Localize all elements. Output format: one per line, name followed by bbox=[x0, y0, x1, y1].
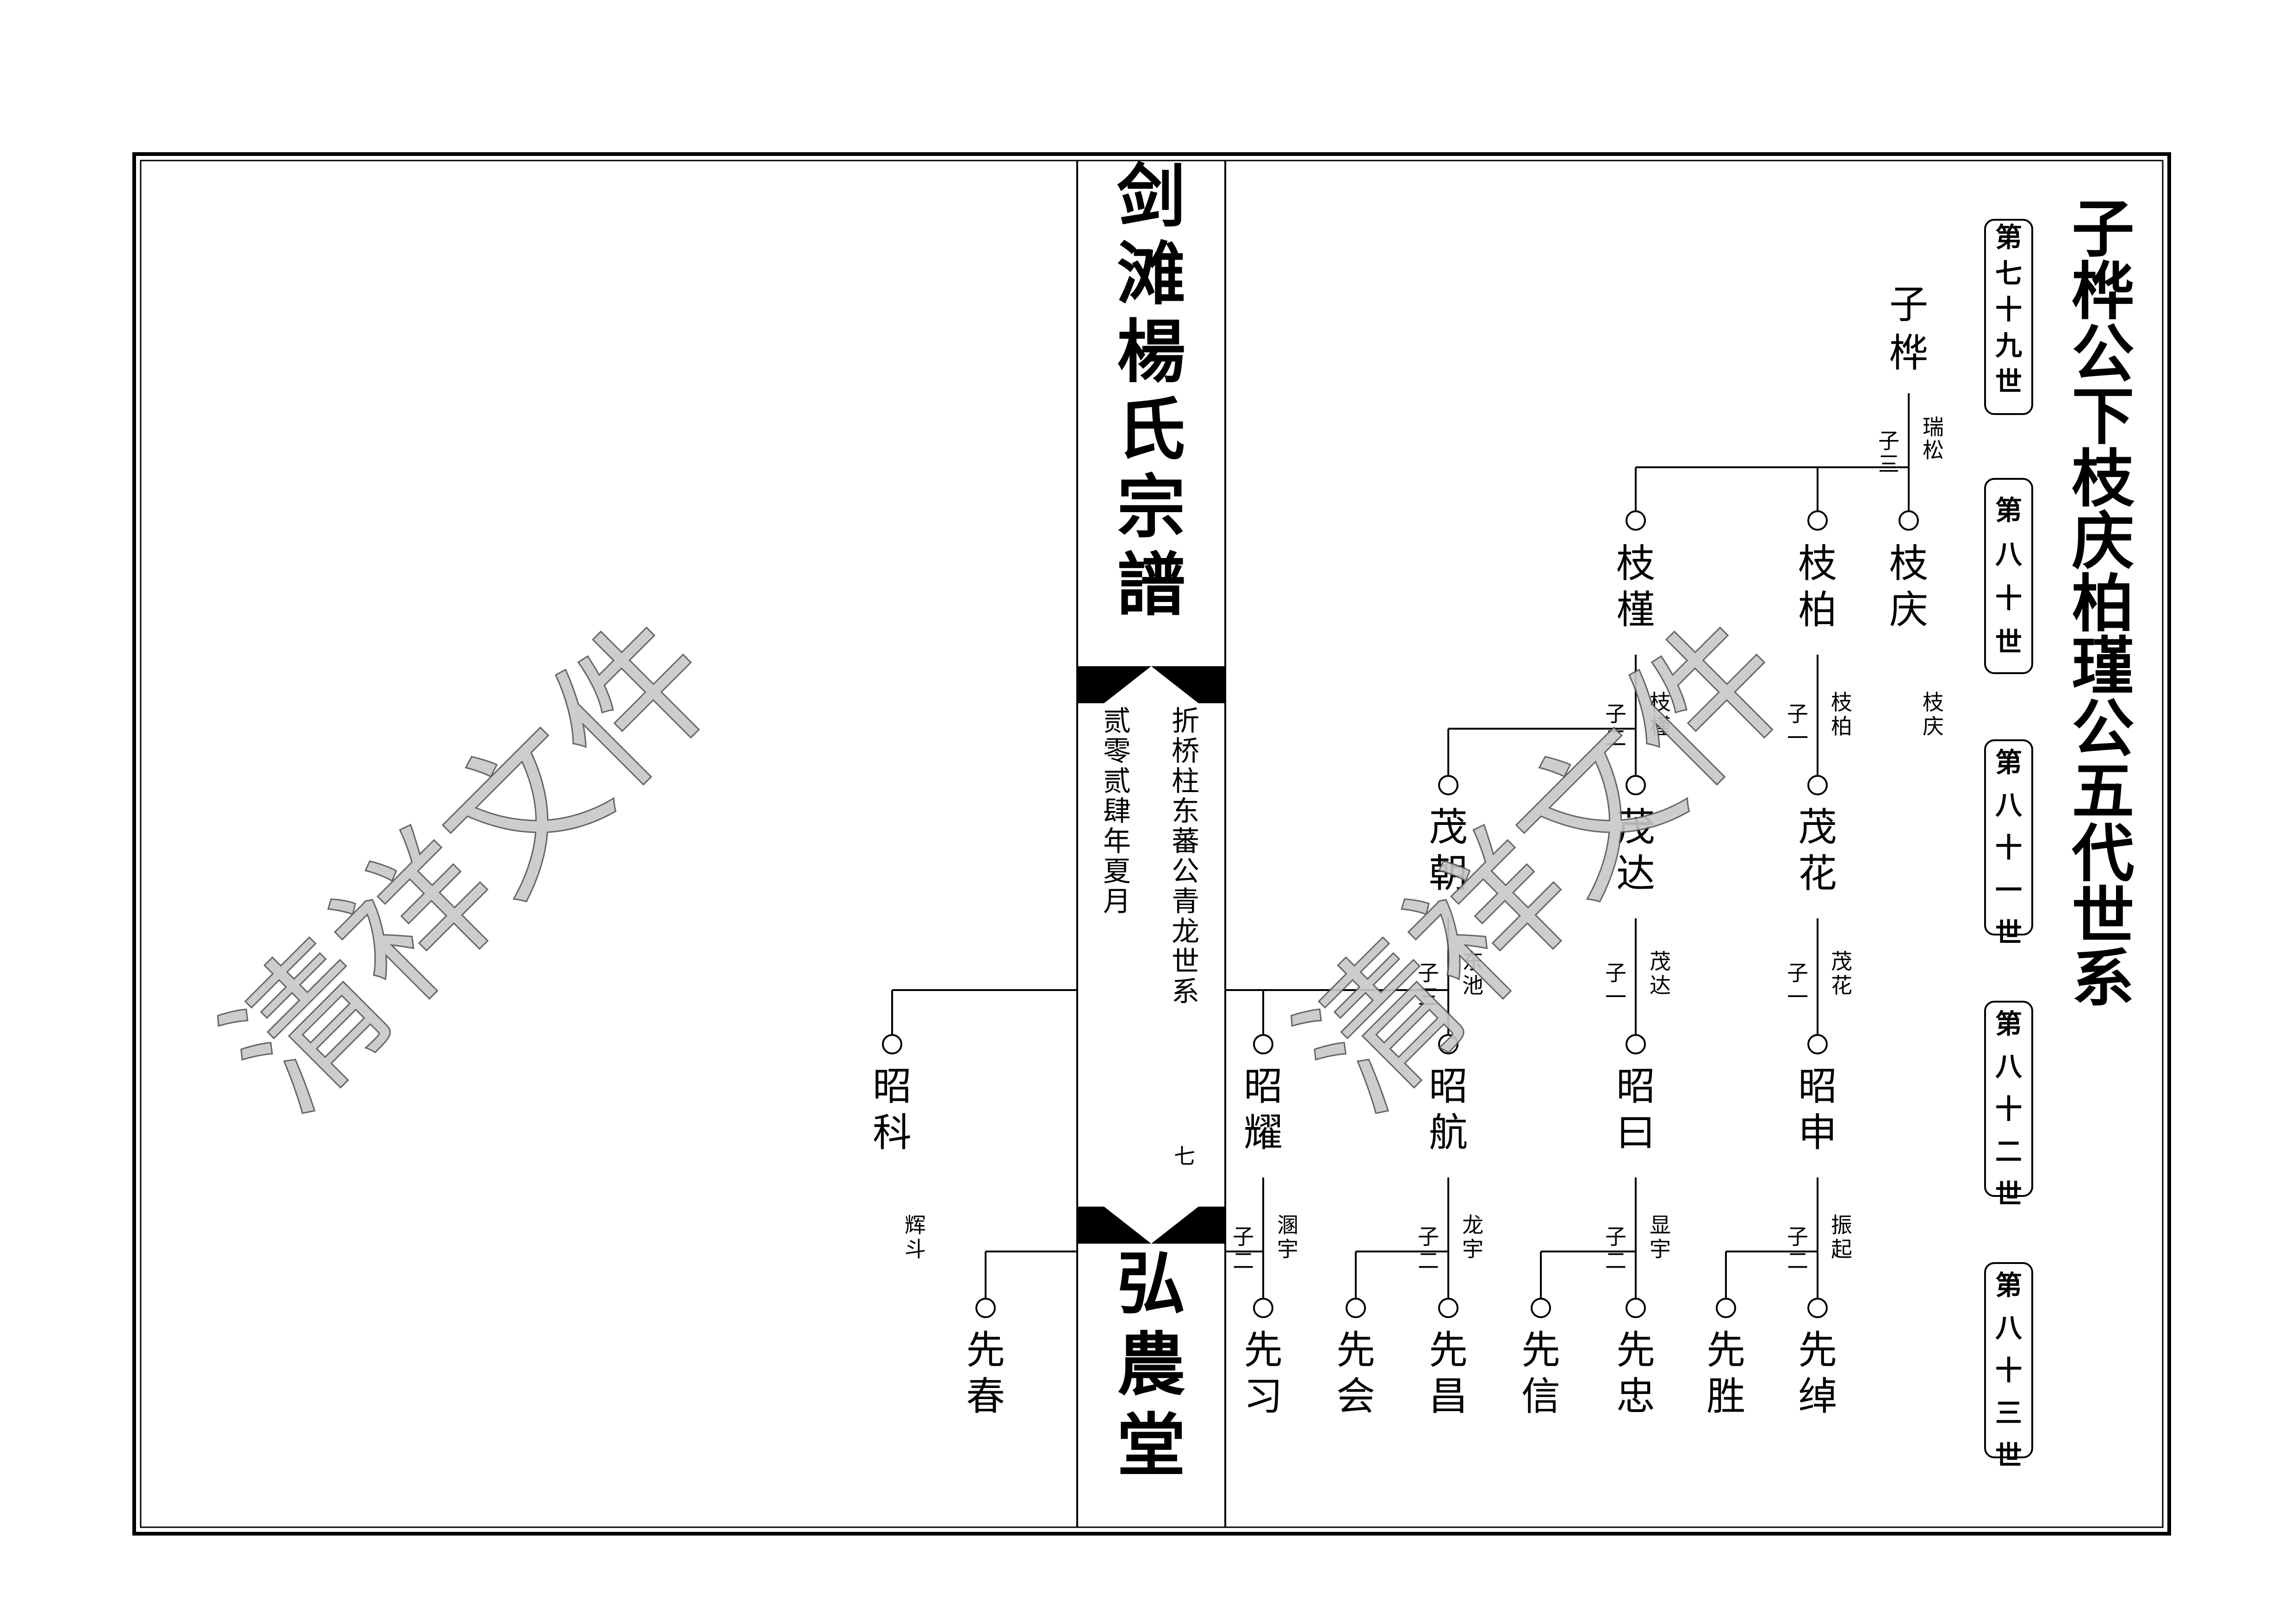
spine-date: 贰零贰肆年夏月 bbox=[1103, 705, 1131, 918]
spine-hall-name: 弘農堂 bbox=[1117, 1243, 1185, 1486]
node-maohua bbox=[1807, 775, 1828, 795]
tree-nodes bbox=[882, 510, 1919, 1318]
person-xianxin: 先信 bbox=[1521, 1327, 1560, 1419]
person-xianchang: 先昌 bbox=[1429, 1327, 1468, 1419]
watermark-left: 清祥文件 bbox=[193, 586, 751, 1144]
person-zhaohang: 昭航 bbox=[1429, 1064, 1468, 1155]
person-maoda: 茂达 bbox=[1616, 805, 1655, 896]
watermark-right: 清祥文件 bbox=[1266, 586, 1824, 1144]
zi-name-zhaohang: 龙宇 bbox=[1462, 1213, 1483, 1262]
son-count-zhaoyao: 子二 bbox=[1233, 1224, 1254, 1273]
lower-fishtail bbox=[1078, 1207, 1224, 1244]
zi-name-zihua: 瑞松 bbox=[1923, 415, 1944, 463]
page-title: 子桦公下枝庆柏瑾公五代世系 bbox=[2072, 192, 2135, 1015]
node-zhibai bbox=[1807, 510, 1828, 531]
node-zhijin bbox=[1626, 510, 1646, 531]
inner-frame bbox=[140, 160, 2164, 1528]
zi-name-zhaoshen: 振起 bbox=[1831, 1213, 1852, 1262]
son-count-zhijin: 子二 bbox=[1605, 701, 1626, 750]
person-names: 子桦 枝庆 枝柏 枝槿 茂花 茂达 茂朝 昭申 昭曰 昭航 昭耀 昭科 先绰 先… bbox=[873, 282, 1928, 1419]
node-zhiqing bbox=[1899, 510, 1919, 531]
generation-box-83 bbox=[1984, 1262, 2033, 1458]
node-xianhui bbox=[1346, 1298, 1366, 1318]
tree-lines bbox=[891, 393, 1910, 1298]
person-zihua: 子桦 bbox=[1889, 282, 1928, 376]
person-zhaoyao: 昭耀 bbox=[1244, 1064, 1283, 1155]
zi-name-zhaoyue: 显宇 bbox=[1650, 1213, 1671, 1262]
person-xianxi: 先习 bbox=[1244, 1327, 1283, 1419]
generation-box-81 bbox=[1984, 739, 2033, 935]
generation-label-79: 第七十九世 bbox=[1995, 222, 2022, 397]
node-xianxi bbox=[1253, 1298, 1273, 1318]
node-zhaoyue bbox=[1626, 1034, 1646, 1054]
person-maochao: 茂朝 bbox=[1429, 805, 1468, 896]
generation-label-83: 第八十三世 bbox=[1995, 1270, 2023, 1471]
generation-label-80: 第八十世 bbox=[1995, 495, 2023, 658]
node-xianchun bbox=[975, 1298, 996, 1318]
zi-name-zhiqing: 枝庆 bbox=[1923, 690, 1944, 739]
son-count-zhaoyue: 子二 bbox=[1605, 1224, 1626, 1273]
zi-name-zhaoyao: 溷宇 bbox=[1277, 1213, 1298, 1262]
node-maochao bbox=[1438, 775, 1458, 795]
generation-labels: 第七十九世 第八十世 第八十一世 第八十二世 第八十三世 bbox=[1984, 219, 2033, 1471]
node-xianzhong bbox=[1626, 1298, 1646, 1318]
node-maoda bbox=[1626, 775, 1646, 795]
outer-frame bbox=[132, 152, 2171, 1536]
son-count-zhibai: 子一 bbox=[1787, 701, 1808, 750]
person-xianhui: 先会 bbox=[1336, 1327, 1375, 1419]
zi-name-maochao: 东池 bbox=[1462, 949, 1483, 998]
zi-name-zhijin: 枝槿 bbox=[1650, 690, 1671, 739]
person-zhaoyue: 昭曰 bbox=[1616, 1064, 1655, 1155]
spine-title: 剑滩楊氏宗譜 bbox=[1117, 156, 1185, 625]
son-count-maochao: 子三 bbox=[1418, 960, 1439, 1010]
zi-name-zhaoke: 辉斗 bbox=[905, 1213, 926, 1262]
generation-box-82 bbox=[1984, 1001, 2033, 1197]
person-zhiqing: 枝庆 bbox=[1889, 541, 1928, 632]
node-zhaoshen bbox=[1807, 1034, 1828, 1054]
zi-name-maohua: 茂花 bbox=[1831, 949, 1852, 998]
zi-name-maoda: 茂达 bbox=[1650, 949, 1671, 998]
spine: 剑滩楊氏宗譜 折桥柱东蕃公青龙世系 贰零贰肆年夏月 七 弘農堂 bbox=[1076, 156, 1226, 1527]
son-count-zihua: 子三 bbox=[1878, 428, 1899, 477]
page-number: 七 bbox=[1174, 1144, 1195, 1169]
node-zhaohang bbox=[1438, 1034, 1458, 1054]
person-xianchuo: 先绰 bbox=[1798, 1327, 1837, 1419]
generation-box-79 bbox=[1984, 219, 2033, 415]
person-zhibai: 枝柏 bbox=[1798, 541, 1837, 632]
person-zhaoshen: 昭申 bbox=[1798, 1064, 1837, 1155]
node-xianchuo bbox=[1807, 1298, 1828, 1318]
node-xianchang bbox=[1438, 1298, 1458, 1318]
person-xianchun: 先春 bbox=[966, 1327, 1005, 1419]
annotations: 子三 瑞松 枝庆 子一 枝柏 子二 枝槿 子一 茂花 子一 茂达 子三 东池 子… bbox=[905, 415, 1944, 1273]
spine-subtitle: 折桥柱东蕃公青龙世系 bbox=[1172, 705, 1199, 1008]
person-zhijin: 枝槿 bbox=[1616, 541, 1655, 632]
node-zhaoke bbox=[882, 1034, 902, 1054]
son-count-zhaohang: 子二 bbox=[1418, 1224, 1439, 1273]
node-zhaoyao bbox=[1253, 1034, 1273, 1054]
son-count-zhaoshen: 子二 bbox=[1787, 1224, 1808, 1273]
generation-label-81: 第八十一世 bbox=[1995, 747, 2023, 948]
upper-fishtail bbox=[1078, 666, 1224, 703]
person-zhaoke: 昭科 bbox=[873, 1064, 912, 1155]
node-xiansheng bbox=[1716, 1298, 1736, 1318]
person-xianzhong: 先忠 bbox=[1616, 1327, 1655, 1419]
son-count-maohua: 子一 bbox=[1787, 960, 1808, 1010]
zi-name-zhibai: 枝柏 bbox=[1831, 690, 1852, 739]
generation-box-80 bbox=[1984, 478, 2033, 674]
generation-label-82: 第八十二世 bbox=[1995, 1008, 2023, 1210]
son-count-maoda: 子一 bbox=[1605, 960, 1626, 1010]
person-maohua: 茂花 bbox=[1798, 805, 1837, 896]
person-xiansheng: 先胜 bbox=[1706, 1327, 1745, 1419]
node-xianxin bbox=[1531, 1298, 1551, 1318]
